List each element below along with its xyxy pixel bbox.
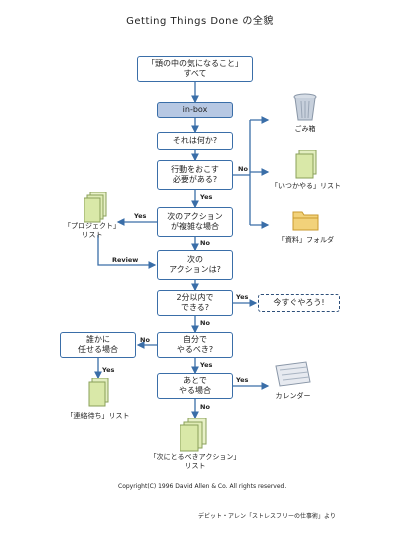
edge-yes-self: Yes: [200, 361, 213, 369]
calendar-label: カレンダー: [275, 392, 311, 400]
actionable-line2: 必要がある?: [172, 175, 218, 184]
next-actions-list-icon: [180, 418, 207, 452]
multistep-line2: が複雑な場合: [171, 222, 219, 231]
trash-icon: [293, 93, 317, 121]
self-line2: やるべき?: [176, 345, 214, 354]
source-credit: デビット・アレン「ストレスフリーの仕事術」より: [198, 513, 336, 520]
delegate-line2: 任せる場合: [78, 345, 118, 354]
waiting-list-label: 「連絡待ち」リスト: [66, 412, 130, 420]
nextlist-line2: リスト: [184, 462, 206, 470]
start-line1: 「頭の中の気になること」: [147, 59, 243, 68]
folder-icon: [292, 211, 319, 231]
start-node: 「頭の中の気になること」 すべて: [137, 56, 253, 82]
later-line2: やる場合: [179, 386, 211, 395]
inbox-node: in-box: [157, 102, 233, 118]
someday-list-label: 「いつかやる」リスト: [271, 182, 341, 190]
next-action-node: 次の アクションは?: [157, 250, 233, 280]
defer-node: あとで やる場合: [157, 373, 233, 399]
project-line1: 「プロジェクト」: [64, 222, 120, 230]
delegate-line1: 誰かに: [86, 335, 110, 344]
edge-no-actionable: No: [238, 165, 248, 173]
waiting-list-icon: [88, 378, 109, 407]
project-list-icon: [84, 192, 107, 223]
do-it-now-node: 今すぐやろう!: [258, 294, 340, 312]
project-line2: リスト: [81, 231, 103, 239]
start-line2: すべて: [183, 69, 207, 78]
reference-label: 「資料」フォルダ: [278, 236, 334, 244]
edge-yes-actionable: Yes: [200, 193, 213, 201]
two-minute-node: 2分以内で できる?: [157, 290, 233, 316]
copyright-text: Copyright(C) 1996 David Allen & Co. All …: [118, 483, 287, 490]
actionable-node: 行動をおこす 必要がある?: [157, 160, 233, 190]
edge-no-defer: No: [200, 403, 210, 411]
nextlist-line1: 「次にとるべきアクション」: [149, 453, 241, 461]
edge-no-two-minute: No: [200, 319, 210, 327]
edge-no-self: No: [140, 336, 150, 344]
multistep-node: 次のアクション が複雑な場合: [157, 207, 233, 237]
edge-no-multistep: No: [200, 239, 210, 247]
someday-list-icon: [295, 150, 317, 179]
multistep-line1: 次のアクション: [167, 212, 223, 221]
diagram-title: Getting Things Done の全貌: [126, 16, 274, 27]
edge-yes-delegate: Yes: [102, 366, 115, 374]
what-node: それは何か?: [157, 132, 233, 150]
next-action-line2: アクションは?: [169, 265, 221, 274]
edge-yes-defer: Yes: [236, 376, 249, 384]
later-line1: あとで: [183, 376, 207, 385]
self-line1: 自分で: [183, 335, 207, 344]
project-list-label: 「プロジェクト」 リスト: [60, 222, 124, 240]
edge-review: Review: [112, 256, 139, 264]
actionable-line1: 行動をおこす: [171, 165, 219, 174]
two-minute-line1: 2分以内で: [176, 293, 214, 302]
delegate-node: 誰かに 任せる場合: [60, 332, 136, 358]
edge-yes-project: Yes: [134, 212, 147, 220]
trash-label: ごみ箱: [294, 125, 316, 133]
two-minute-line2: できる?: [180, 303, 210, 312]
calendar-icon: [275, 361, 311, 387]
edge-yes-two-minute: Yes: [236, 293, 249, 301]
do-it-yourself-node: 自分で やるべき?: [157, 332, 233, 358]
next-action-line1: 次の: [187, 255, 203, 264]
next-actions-list-label: 「次にとるべきアクション」 リスト: [140, 453, 250, 471]
